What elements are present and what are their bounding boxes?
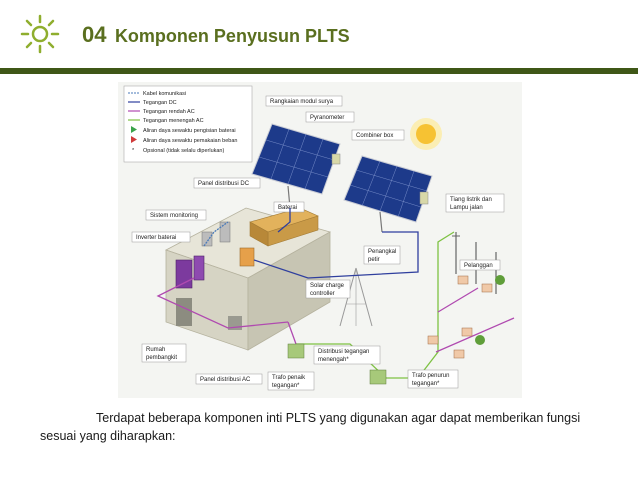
svg-text:Baterai: Baterai: [278, 205, 297, 211]
step-up-transformer: [287, 343, 305, 359]
slide-title: Komponen Penyusun PLTS: [114, 26, 350, 46]
sun-graphic: [410, 118, 442, 150]
label-tiang-listrik: Tiang listrik dan Lampu jalan: [445, 193, 505, 213]
dc-panel-device: [219, 221, 231, 243]
legend-item-pengisian: Aliran daya sewaktu pengisian baterai: [143, 128, 236, 134]
label-rangkaian-modul-surya: Rangkaian modul surya: [265, 95, 343, 107]
charge-flow-arrow-icon: [131, 126, 137, 133]
label-panel-distribusi-ac: Panel distribusi AC: [195, 373, 263, 385]
caption-line-2: sesuai yang diharapkan:: [40, 429, 176, 443]
svg-text:Panel distribusi AC: Panel distribusi AC: [200, 377, 251, 383]
label-rumah-pembangkit: Rumah pembangkit: [141, 343, 187, 363]
asterisk-icon: *: [132, 148, 135, 154]
pyranometer-device: [331, 153, 341, 165]
slide-header: 04 Komponen Penyusun PLTS: [0, 0, 638, 70]
monitoring-device: [201, 231, 213, 247]
label-pyranometer: Pyranometer: [305, 111, 355, 123]
label-pelanggan: Pelanggan: [459, 259, 501, 271]
legend-item-opsional: Opsional (tidak selalu diperlukan): [143, 148, 224, 154]
svg-text:Lampu jalan: Lampu jalan: [450, 205, 483, 211]
svg-text:tegangan*: tegangan*: [272, 383, 300, 389]
svg-text:Trafo penurun: Trafo penurun: [412, 373, 449, 379]
svg-text:Penangkal: Penangkal: [368, 249, 396, 255]
svg-text:Distribusi tegangan: Distribusi tegangan: [318, 349, 369, 355]
svg-text:Sistem monitoring: Sistem monitoring: [150, 213, 198, 219]
label-combiner-box: Combiner box: [351, 129, 405, 141]
svg-text:Trafo penaik: Trafo penaik: [272, 375, 306, 381]
svg-text:Combiner box: Combiner box: [356, 133, 393, 139]
legend-item-komunikasi: Kabel komunikasi: [143, 91, 186, 97]
svg-text:Inverter baterai: Inverter baterai: [136, 235, 176, 241]
combiner-box-device: [419, 191, 429, 205]
svg-text:petir: petir: [368, 257, 380, 263]
svg-text:pembangkit: pembangkit: [146, 355, 177, 361]
svg-text:Rangkaian modul surya: Rangkaian modul surya: [270, 99, 334, 105]
legend-item-dc: Tegangan DC: [143, 100, 177, 106]
svg-text:Rumah: Rumah: [146, 347, 165, 353]
svg-text:Solar charge: Solar charge: [310, 283, 345, 289]
svg-text:Panel distribusi DC: Panel distribusi DC: [198, 181, 250, 187]
legend-item-ac-menengah: Tegangan menengah AC: [143, 118, 204, 124]
label-trafo-penurun: Trafo penurun tegangan*: [407, 369, 459, 389]
building-door: [176, 298, 192, 326]
label-inverter-baterai: Inverter baterai: [131, 231, 191, 243]
label-trafo-penaik: Trafo penaik tegangan*: [267, 371, 315, 391]
svg-text:Tiang listrik dan: Tiang listrik dan: [450, 197, 492, 203]
label-distribusi-tegangan-menengah: Distribusi tegangan menengah*: [313, 345, 381, 365]
svg-text:Pelanggan: Pelanggan: [464, 263, 493, 269]
solar-panel-array-2: [343, 155, 433, 233]
step-down-transformer: [369, 369, 387, 385]
header-divider: [0, 68, 638, 74]
label-baterai: Baterai: [273, 201, 305, 213]
label-solar-charge-controller: Solar charge controller: [305, 279, 351, 299]
svg-text:controller: controller: [310, 291, 335, 297]
plts-diagram: Kabel komunikasi Tegangan DC Tegangan re…: [118, 82, 522, 398]
legend: Kabel komunikasi Tegangan DC Tegangan re…: [123, 85, 253, 163]
label-panel-distribusi-dc: Panel distribusi DC: [193, 177, 261, 189]
charge-controller-device: [239, 247, 255, 267]
sun-icon: [20, 14, 60, 54]
page-title: 04 Komponen Penyusun PLTS: [82, 22, 350, 48]
svg-text:Pyranometer: Pyranometer: [310, 115, 344, 121]
customer-houses: [427, 275, 505, 359]
slide-number: 04: [82, 22, 107, 47]
legend-item-ac-rendah: Tegangan rendah AC: [143, 109, 195, 115]
load-flow-arrow-icon: [131, 136, 137, 143]
caption-text: Terdapat beberapa komponen inti PLTS yan…: [40, 409, 600, 445]
label-penangkal-petir: Penangkal petir: [363, 245, 401, 265]
caption-line-1: Terdapat beberapa komponen inti PLTS yan…: [96, 411, 581, 425]
label-sistem-monitoring: Sistem monitoring: [145, 209, 207, 221]
solar-panel-array-1: [251, 123, 341, 209]
battery-bank: [249, 207, 319, 247]
svg-text:tegangan*: tegangan*: [412, 381, 440, 387]
svg-text:menengah*: menengah*: [318, 357, 349, 363]
legend-item-pemakaian: Aliran daya sewaktu pemakaian beban: [143, 138, 237, 144]
